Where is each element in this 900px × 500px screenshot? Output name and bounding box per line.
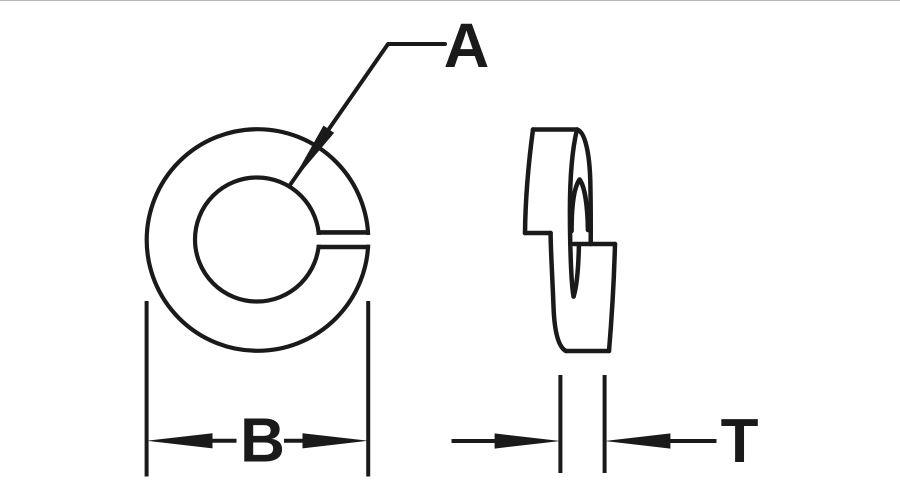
split-gap-mask	[312, 234, 375, 245]
leader-a-arrowhead-icon	[290, 125, 335, 185]
side-outer-arch-left-leg	[567, 127, 580, 299]
dimension-b	[144, 301, 371, 477]
top-border-line	[0, 0, 900, 1]
dim-t-arrow-left-icon	[494, 433, 561, 449]
side-view	[522, 127, 618, 354]
side-left-edge	[522, 127, 536, 236]
side-inner-hole-arch	[569, 177, 591, 234]
label-t: T	[721, 407, 759, 476]
label-a: A	[444, 11, 490, 81]
side-lower-right-edge	[606, 241, 618, 354]
dimension-t	[451, 375, 717, 473]
dim-t-arrow-right-icon	[604, 433, 671, 449]
side-outer-sweep-curve	[548, 230, 569, 354]
inner-diameter-circle	[192, 175, 322, 304]
front-view	[144, 127, 375, 353]
dim-b-arrow-left-icon	[146, 433, 213, 449]
label-b: B	[240, 407, 285, 476]
dim-b-arrow-right-icon	[302, 433, 369, 449]
side-inner-vee-right	[571, 244, 582, 299]
leader-a: A	[288, 11, 490, 187]
side-outer-arch-right-leg	[574, 127, 593, 247]
